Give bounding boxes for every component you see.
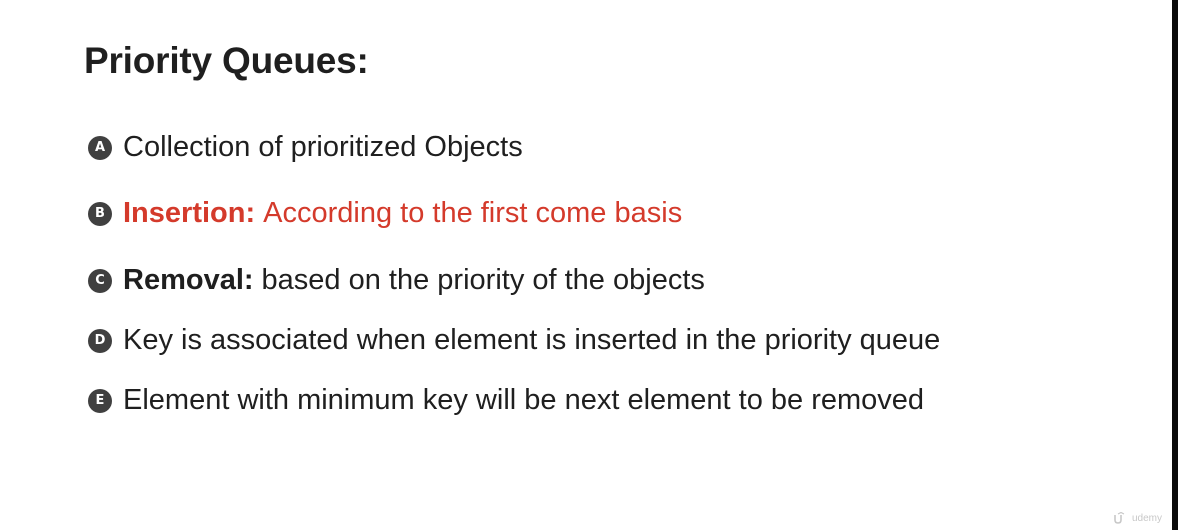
bullet-badge-b: B	[88, 201, 112, 226]
bullet-item-d: D Key is associated when element is inse…	[88, 324, 940, 357]
bullet-text-d: Key is associated when element is insert…	[123, 324, 941, 356]
bullet-item-a: A Collection of prioritized Objects	[88, 131, 523, 164]
bullet-badge-a: A	[88, 135, 112, 160]
bullet-badge-d: D	[88, 328, 112, 353]
udemy-logo-icon	[1114, 512, 1125, 524]
bullet-item-c: C Removal: based on the priority of the …	[88, 264, 705, 297]
bullet-lead-c: Removal:	[123, 264, 254, 296]
bullet-item-b: B Insertion: According to the first come…	[88, 197, 682, 230]
bullet-text-c: based on the priority of the objects	[261, 264, 705, 296]
slide-title: Priority Queues:	[84, 40, 369, 81]
watermark-text: udemy	[1131, 512, 1162, 524]
right-edge-bar	[1172, 0, 1178, 530]
bullet-lead-b: Insertion:	[123, 197, 256, 229]
udemy-watermark: udemy	[1114, 512, 1162, 524]
bullet-text-b: According to the first come basis	[263, 197, 683, 229]
bullet-badge-e: E	[88, 388, 112, 413]
bullet-text-e: Element with minimum key will be next el…	[123, 384, 925, 416]
bullet-text-a: Collection of prioritized Objects	[123, 131, 523, 163]
bullet-item-e: E Element with minimum key will be next …	[88, 384, 924, 417]
bullet-badge-c: C	[88, 268, 112, 293]
